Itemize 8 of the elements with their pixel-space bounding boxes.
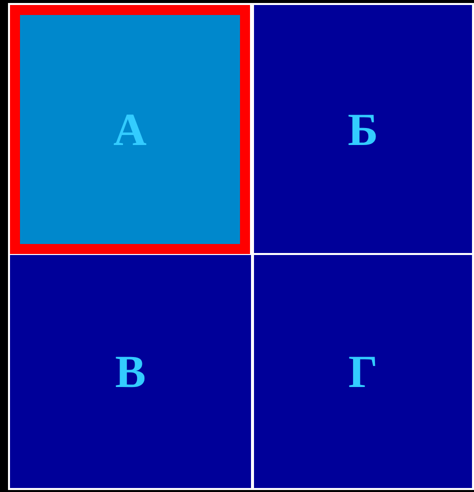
cell-letter: В (115, 345, 146, 398)
grid-square (10, 5, 250, 254)
cell-letter: А (113, 103, 147, 156)
grid-square (254, 5, 472, 253)
cell-letter: Г (348, 345, 378, 398)
cell-letter: Б (348, 102, 378, 156)
grid-square (254, 255, 472, 488)
grid-square (10, 255, 251, 488)
